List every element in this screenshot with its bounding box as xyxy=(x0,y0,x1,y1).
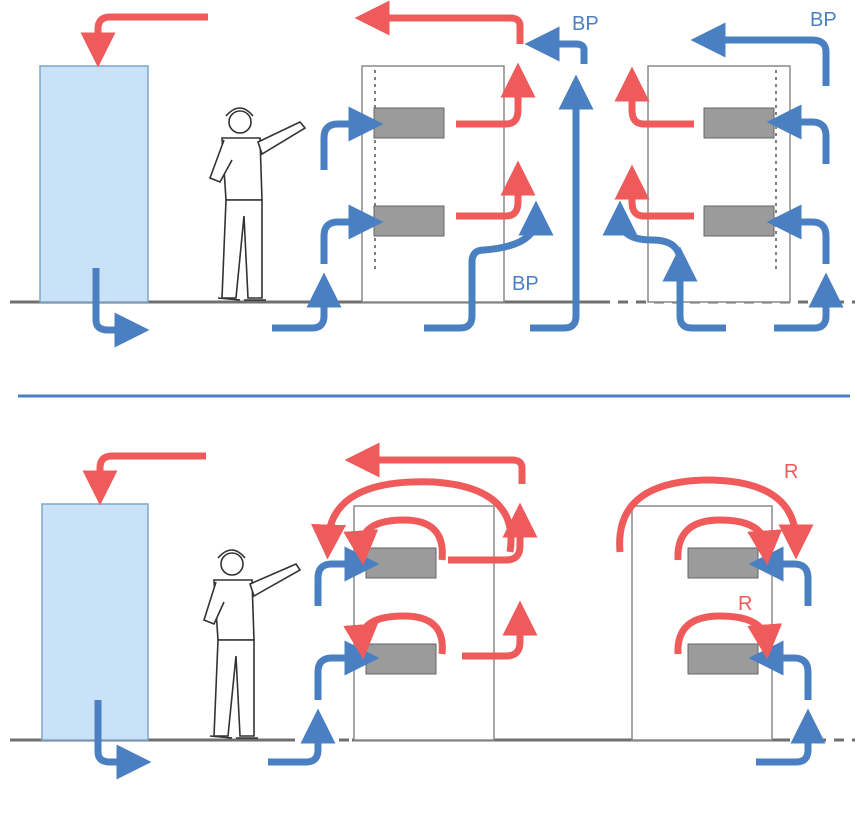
recirculation-label: R xyxy=(784,461,798,483)
cool-air-arrow xyxy=(748,640,812,700)
hot-air-arrow xyxy=(462,600,538,660)
recirculation-airflow-panel: R R xyxy=(10,442,855,780)
cool-air-arrow xyxy=(748,546,812,606)
rack-cabinet xyxy=(361,65,505,303)
bypass-label: BP xyxy=(512,273,539,295)
hot-air-arrow xyxy=(614,66,694,128)
server-unit xyxy=(703,205,775,237)
hot-air-arrow xyxy=(448,502,538,564)
cool-air-arrow xyxy=(314,640,380,700)
server-unit xyxy=(373,205,445,237)
technician-figure xyxy=(203,549,302,739)
bypass-arrow xyxy=(524,26,588,64)
crac-return-arrow xyxy=(82,452,206,506)
rack-1-top: BP BP xyxy=(272,0,599,332)
recirculation-arrow xyxy=(343,516,446,566)
recirculation-arrow xyxy=(616,476,814,560)
server-unit xyxy=(687,643,759,675)
bypass-arrow xyxy=(424,200,554,332)
technician-figure xyxy=(208,107,307,301)
server-unit xyxy=(365,547,437,579)
rack-2-top: BP xyxy=(602,9,844,332)
rack-1-bottom xyxy=(268,442,538,766)
hot-air-arrow xyxy=(456,62,536,128)
crac-unit xyxy=(39,65,149,303)
bypass-arrow xyxy=(662,246,726,332)
bypass-arrow xyxy=(602,200,684,263)
hot-return-arrow xyxy=(344,442,526,484)
cool-air-arrow xyxy=(774,272,844,332)
bypass-arrow xyxy=(690,22,830,86)
server-unit xyxy=(687,547,759,579)
crac-return-arrow xyxy=(80,13,208,68)
cool-air-arrow xyxy=(314,546,380,606)
server-unit xyxy=(703,107,775,139)
cool-air-arrow xyxy=(320,204,384,264)
crac-supply-arrow xyxy=(94,700,152,780)
bypass-label: BP xyxy=(810,9,837,31)
cool-air-arrow xyxy=(268,708,336,766)
bypass-label: BP xyxy=(572,13,599,35)
rack-cabinet xyxy=(647,65,791,303)
server-unit xyxy=(365,643,437,675)
recirculation-arrow xyxy=(343,612,446,660)
crac-supply-arrow xyxy=(92,268,150,348)
cool-air-arrow xyxy=(272,272,342,332)
bypass-arrow xyxy=(530,74,594,332)
recirculation-label: R xyxy=(738,593,752,615)
cool-air-arrow xyxy=(766,104,830,164)
recirculation-arrow xyxy=(674,612,783,660)
cool-air-arrow xyxy=(756,708,826,766)
bypass-airflow-panel: BP BP BP xyxy=(10,0,855,348)
recirculation-arrow xyxy=(674,516,783,566)
cool-air-arrow xyxy=(320,106,384,170)
rack-2-bottom: R R xyxy=(616,461,826,766)
hot-return-arrow xyxy=(354,0,524,44)
cool-air-arrow xyxy=(766,204,830,264)
hot-air-arrow xyxy=(456,160,536,220)
server-unit xyxy=(373,107,445,139)
